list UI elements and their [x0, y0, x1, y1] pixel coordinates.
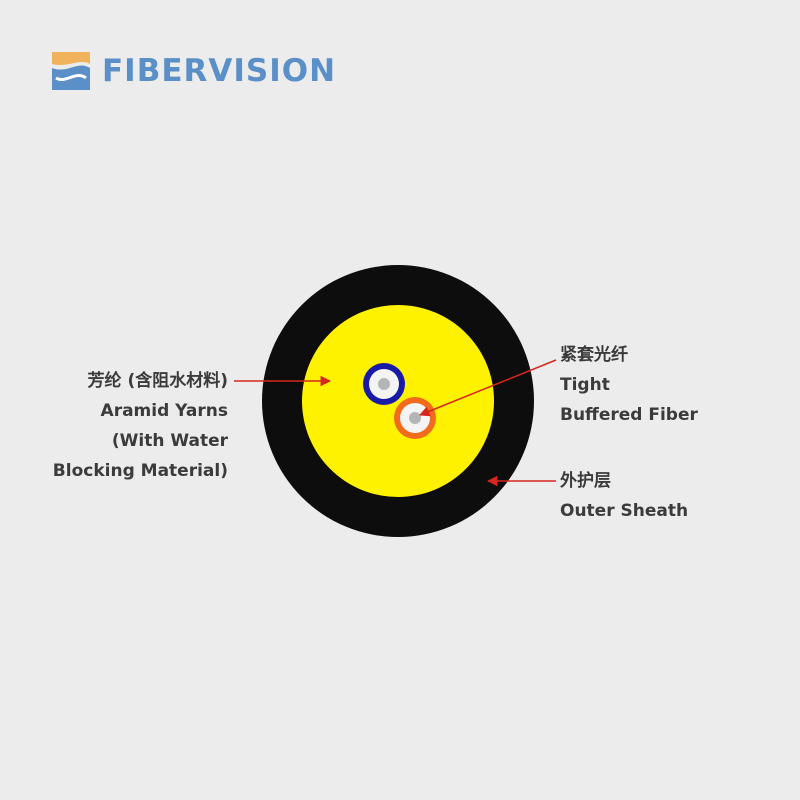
fiber-orange-core — [409, 412, 421, 424]
brand-name: FIBERVISION — [102, 53, 337, 89]
tight-buffered-label-cn: 紧套光纤 — [560, 345, 628, 365]
aramid-label: 芳纶 (含阻水材料) Aramid Yarns (With Water Bloc… — [53, 366, 228, 486]
outer-sheath-label-cn: 外护层 — [560, 471, 611, 491]
aramid-label-cn: 芳纶 (含阻水材料) — [87, 371, 228, 391]
aramid-yarn-layer — [302, 305, 494, 497]
tight-buffered-label-en-2: Buffered Fiber — [560, 405, 698, 425]
aramid-label-en-2: (With Water — [111, 431, 228, 451]
aramid-label-en-3: Blocking Material) — [52, 461, 228, 481]
tight-buffered-leader-arrow — [419, 359, 557, 417]
outer-sheath-label: 外护层 Outer Sheath — [560, 466, 688, 526]
fibervision-logo-icon — [52, 52, 90, 90]
fiber-blue-core — [378, 378, 390, 390]
outer-sheath-label-en-1: Outer Sheath — [560, 501, 689, 521]
brand-logo: FIBERVISION — [50, 50, 360, 92]
tight-buffered-label: 紧套光纤 Tight Buffered Fiber — [560, 340, 698, 430]
tight-buffered-label-en-1: Tight — [560, 375, 610, 395]
aramid-label-en-1: Aramid Yarns — [100, 401, 228, 421]
